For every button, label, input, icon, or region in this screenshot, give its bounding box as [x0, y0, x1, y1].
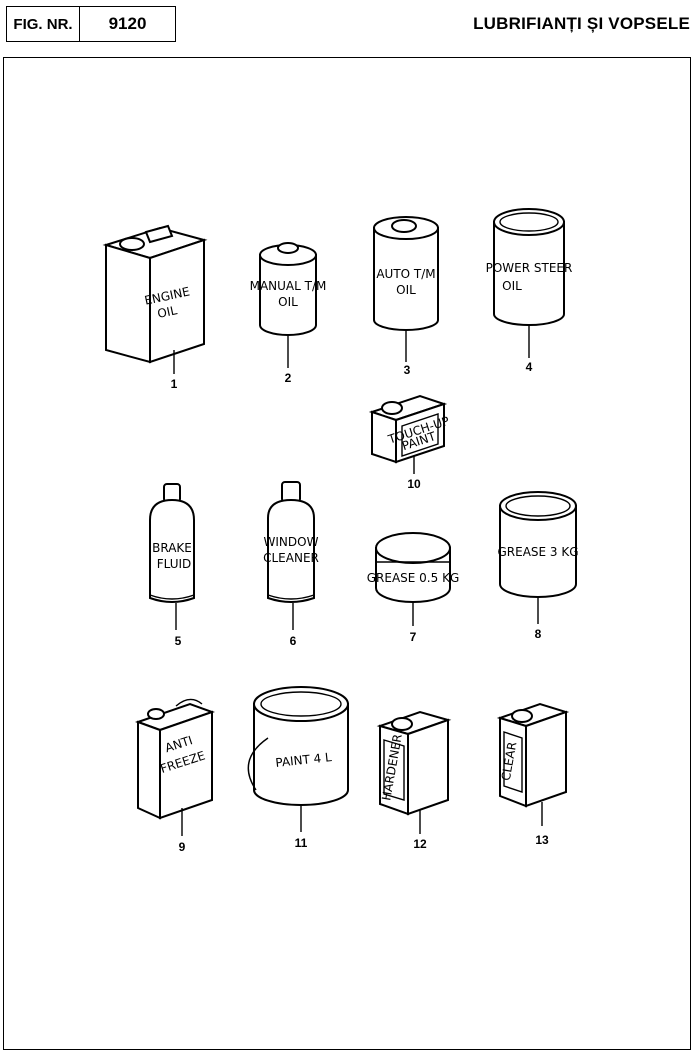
part-12-number: 12	[413, 837, 427, 851]
part-3-label-line-1: AUTO T/M	[376, 267, 435, 281]
part-6-label-line-2: CLEANER	[263, 551, 319, 565]
part-2-number: 2	[285, 371, 292, 385]
rect-can-icon	[496, 702, 570, 808]
jerrycan-icon	[135, 698, 215, 820]
part-1-engine-oil[interactable]: ENGINE OIL 1	[102, 224, 208, 391]
diagram-frame	[3, 57, 691, 1050]
grease-tin-icon	[375, 532, 451, 603]
part-10-touch-up-paint[interactable]: TOUCH-UP PAINT 10	[368, 394, 451, 491]
small-tin-icon	[368, 394, 448, 464]
part-8-grease-3kg[interactable]: GREASE 3 KG 8	[497, 491, 579, 641]
part-12-hardener[interactable]: HARDENER 12	[376, 710, 452, 851]
oil-can-icon	[102, 224, 208, 364]
part-8-label-line-1: GREASE 3 KG	[497, 545, 578, 559]
part-9-anti-freeze[interactable]: ANTI FREEZE 9	[135, 698, 215, 854]
part-4-label-line-2: OIL	[502, 279, 522, 293]
part-4-power-steer-oil[interactable]: POWER STEER OIL 4	[486, 208, 573, 374]
fig-number-box: 9120	[79, 6, 176, 42]
part-6-label-line-1: WINDOW	[264, 535, 319, 549]
part-2-manual-tm-oil[interactable]: MANUAL T/M OIL 2	[250, 242, 327, 385]
grease-drum-icon	[499, 491, 577, 598]
fig-label: FIG. NR.	[13, 15, 73, 33]
bottle-icon	[149, 483, 195, 603]
part-9-number: 9	[179, 840, 186, 854]
bottle-icon	[267, 481, 315, 603]
part-13-label-line-1: CLEAR	[499, 741, 520, 782]
part-4-label-line-1: POWER STEER	[486, 261, 573, 275]
part-11-label-line-1: PAINT 4 L	[275, 750, 333, 770]
part-7-number: 7	[410, 630, 417, 644]
part-2-label-line-2: OIL	[278, 295, 298, 309]
part-5-brake-fluid[interactable]: BRAKE FLUID 5	[149, 483, 195, 648]
part-5-number: 5	[175, 634, 182, 648]
part-7-grease-half-kg[interactable]: GREASE 0.5 KG 7	[367, 532, 460, 644]
part-2-label-line-1: MANUAL T/M	[250, 279, 327, 293]
part-3-label-line-2: OIL	[396, 283, 416, 297]
part-11-paint-4l[interactable]: PAINT 4 L 11	[247, 686, 349, 850]
part-11-number: 11	[295, 836, 308, 850]
paint-bucket-icon	[247, 686, 349, 806]
part-3-auto-tm-oil[interactable]: AUTO T/M OIL 3	[373, 216, 439, 377]
part-6-window-cleaner[interactable]: WINDOW CLEANER 6	[263, 481, 319, 648]
part-13-number: 13	[535, 833, 549, 847]
part-3-number: 3	[404, 363, 411, 377]
fig-number: 9120	[108, 14, 147, 33]
bottle-can-icon	[259, 242, 317, 336]
part-6-number: 6	[290, 634, 297, 648]
part-1-label-line-2: OIL	[156, 303, 178, 321]
page-title: LUBRIFIANȚI ȘI VOPSELE	[473, 14, 690, 33]
tin-can-icon	[493, 208, 565, 326]
part-1-number: 1	[171, 377, 178, 391]
part-8-number: 8	[535, 627, 542, 641]
tin-can-icon	[373, 216, 439, 331]
part-5-label-line-1: BRAKE	[152, 541, 192, 555]
part-13-clear[interactable]: CLEAR 13	[496, 702, 570, 847]
part-4-number: 4	[526, 360, 533, 374]
part-10-number: 10	[407, 477, 421, 491]
part-5-label-line-2: FLUID	[157, 557, 192, 571]
rect-can-icon	[376, 710, 452, 816]
part-7-label-line-1: GREASE 0.5 KG	[367, 571, 460, 585]
